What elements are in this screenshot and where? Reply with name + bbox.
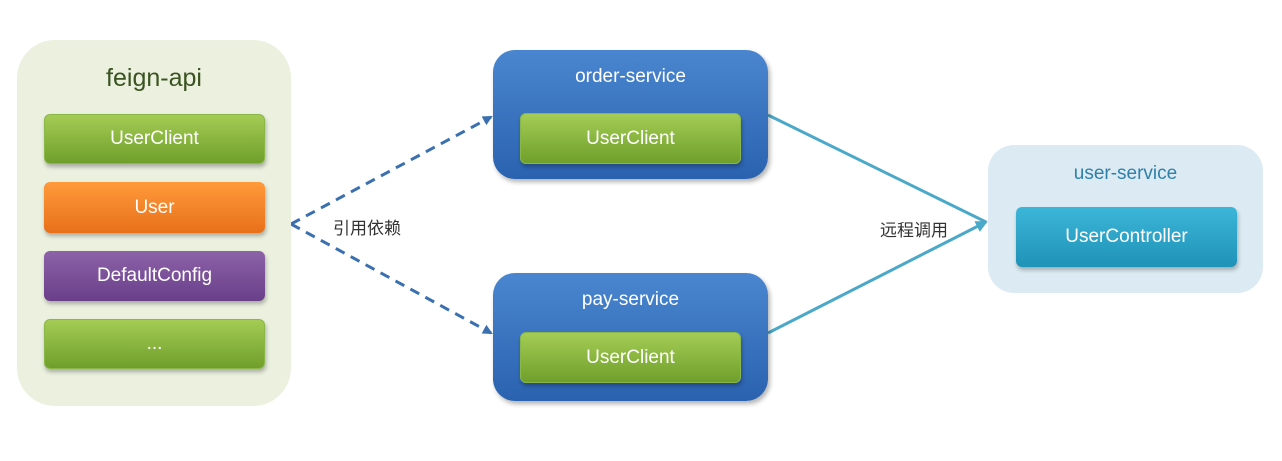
pay-service-title: pay-service bbox=[581, 289, 680, 310]
user-service-title: user-service bbox=[1073, 163, 1178, 184]
order-service-title: order-service bbox=[575, 66, 686, 87]
feign-api-item-defaultconfig: DefaultConfig bbox=[44, 251, 265, 301]
dependency-arrow-pay bbox=[290, 222, 493, 335]
order-service-userclient: UserClient bbox=[520, 113, 741, 164]
feign-api-item-ellipsis: ... bbox=[44, 319, 265, 369]
remote-call-label: 远程调用 bbox=[880, 221, 948, 240]
pay-service-userclient: UserClient bbox=[520, 332, 741, 383]
user-service-usercontroller: UserController bbox=[1016, 207, 1237, 267]
feign-api-title: feign-api bbox=[106, 64, 202, 92]
dependency-label: 引用依赖 bbox=[333, 219, 401, 238]
remote-call-line-pay bbox=[767, 220, 988, 335]
remote-call-line-order bbox=[767, 113, 987, 224]
dependency-arrow-order bbox=[290, 115, 493, 226]
pay-service-box: pay-service UserClient bbox=[493, 273, 768, 401]
user-service-panel: user-service UserController bbox=[988, 145, 1263, 293]
feign-api-item-userclient: UserClient bbox=[44, 114, 265, 164]
order-service-box: order-service UserClient bbox=[493, 50, 768, 179]
feign-api-item-user: User bbox=[44, 182, 265, 233]
